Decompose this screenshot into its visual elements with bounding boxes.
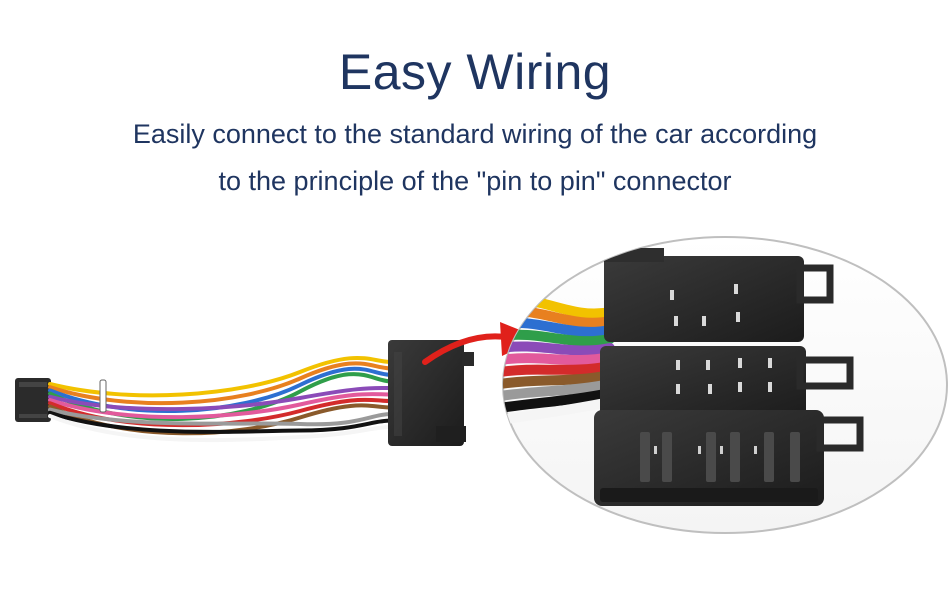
wire [503,361,615,377]
subtitle-line-1: Easily connect to the standard wiring of… [132,119,818,149]
wire [503,341,615,356]
wire [48,410,394,434]
small-wire-bundle [48,355,394,443]
cable-tie [99,379,107,413]
wire [503,379,615,401]
wire [503,370,615,389]
wire [48,407,394,427]
wire [48,361,394,406]
wire [48,385,394,412]
zoom-lens [502,236,948,534]
iso-connector-large [594,248,864,506]
page-title: Easy Wiring [338,44,612,100]
wire [48,414,394,443]
wire [503,388,615,413]
harness-small [15,340,474,446]
wire [503,352,615,366]
wire [503,397,615,425]
subtitle-line-2: to the principle of the "pin to pin" con… [218,166,732,196]
small-connector-right [388,340,464,446]
wire [48,392,394,420]
wire [48,355,394,398]
small-connector-left [15,378,51,422]
wiring-harness-illustration [15,236,948,534]
